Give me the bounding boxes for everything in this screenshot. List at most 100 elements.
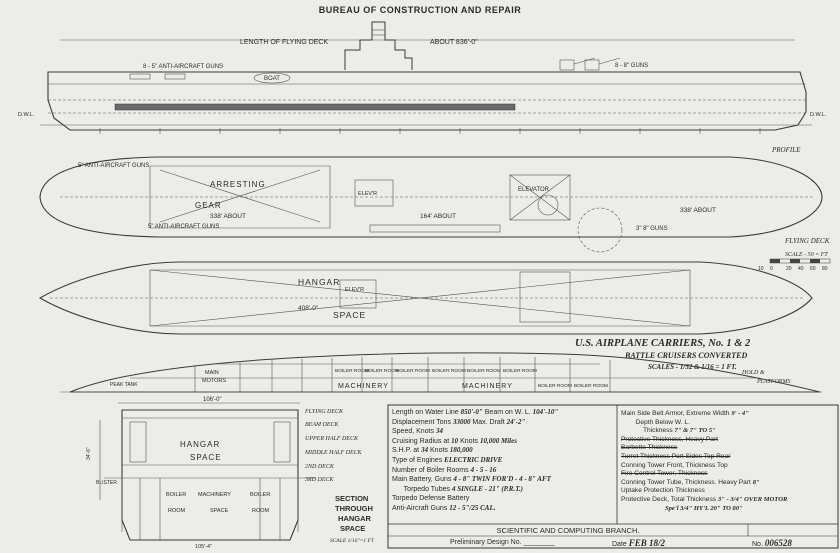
spec-row: Torpedo Defense Battery: [392, 494, 614, 504]
hangar-space-label: SPACE: [333, 310, 366, 320]
section-caption-1: SECTION: [335, 494, 368, 503]
section-room-2: ROOM: [252, 508, 270, 514]
deck-third: 3RD DECK: [304, 477, 334, 483]
spec-label-2: Max. Draft: [472, 418, 505, 426]
spec-row: Cruising Radius at 10 Knots 10,000 Miles: [392, 437, 614, 447]
spec-row: S.H.P. at 34 Knots 180,000: [392, 446, 614, 456]
scale-label: SCALE - 50 = FT: [785, 252, 828, 258]
section-beam-bottom: 105'-4": [195, 544, 212, 550]
boiler-room-4: BOILER ROOM: [432, 368, 466, 374]
spec-label: Torpedo Tubes: [403, 485, 450, 493]
section-machinery: MACHINERY: [198, 492, 231, 498]
spec-label: Anti-Aircraft Guns: [392, 504, 448, 512]
doc-number-field: No. 006528: [752, 538, 792, 548]
spec-value: 4 SINGLE - 21" (P.R.T.): [451, 484, 523, 493]
spec-value-2: 180,000: [449, 446, 473, 455]
spec-value-2: 104'-10": [532, 408, 559, 416]
date-value: FEB 18/2: [628, 538, 666, 548]
spec-value: 4 - 5 - 16: [470, 465, 497, 474]
section-caption-4: SPACE: [340, 524, 365, 533]
title-line-1: U.S. AIRPLANE CARRIERS, No. 1 & 2: [575, 338, 751, 349]
spec-row: Turret Thickness Port Sides Top Rear: [621, 453, 837, 462]
section-boiler-2: BOILER: [250, 492, 270, 498]
profile-label: PROFILE: [771, 146, 801, 154]
spec-label: Depth Below W. L.: [635, 418, 690, 426]
span-mid-label: 164' ABOUT: [420, 213, 456, 220]
spec-row: Type of Engines ELECTRIC DRIVE: [392, 456, 614, 466]
hangar-plan-view: HANGAR SPACE 408'-0" ELEV'R: [38, 261, 813, 335]
gear-length-label: 338' ABOUT: [210, 213, 246, 220]
boiler-room-7: BOILER ROOM: [538, 383, 572, 389]
spec-value: 4 - 8" TWIN FOR'D - 4 - 8" AFT: [453, 475, 551, 484]
spec-label-2: Knots: [430, 447, 448, 455]
title-line-2: BATTLE CRUISERS CONVERTED: [624, 351, 747, 360]
hangar-elevator-label: ELEV'R: [345, 287, 364, 293]
spec-row: Protective Deck, Total Thickness 3" - 3/…: [621, 496, 837, 505]
spec-label: Main Battery, Guns: [392, 476, 452, 484]
date-label: Date: [612, 541, 627, 548]
section-caption-3: HANGAR: [338, 514, 371, 523]
spec-row: Depth Below W. L.: [621, 419, 837, 428]
spec-value: 12 - 5"/25 CAL.: [449, 503, 496, 512]
spec-row: Thickness 7" & 7" TO 5": [621, 427, 837, 436]
spec-value: 7" & 7" TO 5": [674, 427, 716, 435]
spec-label: Main Side Belt Armor, Extreme Width: [621, 410, 730, 417]
section-room-1: ROOM: [168, 508, 186, 514]
boiler-room-3: BOILER ROOM: [396, 368, 430, 374]
flying-deck-length-label: LENGTH OF FLYING DECK: [240, 39, 328, 46]
machinery-1-label: MACHINERY: [338, 383, 389, 390]
section-boiler-1: BOILER: [166, 492, 186, 498]
platforms-label: PLATFORMS: [756, 379, 790, 385]
spec-label: Type of Engines: [392, 456, 443, 464]
hangar-label: HANGAR: [298, 277, 340, 287]
deck-flying: FLYING DECK: [304, 409, 344, 415]
spec-label: Barbette Thickness: [621, 444, 678, 452]
profile-view: LENGTH OF FLYING DECK ABOUT 836'-0" BOAT…: [18, 21, 827, 154]
branch-label: SCIENTIFIC AND COMPUTING BRANCH.: [496, 526, 640, 535]
spec-row: Number of Boiler Rooms 4 - 5 - 16: [392, 466, 614, 476]
spec-row: Fire Control Tower, Thickness: [621, 470, 837, 479]
spec-label: Turret Thickness Port Sides Top Rear: [621, 452, 731, 460]
spec-row: Main Side Belt Armor, Extreme Width 9' -…: [621, 410, 837, 419]
spec-value-2: 10,000 Miles: [479, 436, 517, 445]
spec-row: Conning Tower Front, Thickness Top: [621, 462, 837, 471]
spec-row: Conning Tower Tube, Thickness. Heavy Par…: [621, 479, 837, 488]
spec-value: 850'-0": [460, 408, 483, 416]
spec-row: Spe'l 3/4" HY'L 20" TO 80": [621, 505, 837, 514]
boat-label: BOAT: [264, 76, 280, 82]
guns-fwd-label: 8 - 8" GUNS: [615, 63, 648, 69]
spec-row: Torpedo Tubes 4 SINGLE - 21" (P.R.T.): [392, 485, 614, 495]
elevator-2-label: ELEVATOR: [518, 187, 550, 193]
deck-middle-half: MIDDLE HALF DECK: [304, 450, 363, 456]
prelim-design-label: Preliminary Design No. ________: [450, 539, 555, 546]
section-space-label: SPACE: [190, 453, 222, 462]
deck-second: 2ND DECK: [305, 464, 335, 470]
boiler-room-2: BOILER ROOM: [365, 368, 399, 374]
spec-row: Speed, Knots 34: [392, 427, 614, 437]
section-hangar-label: HANGAR: [180, 440, 220, 449]
spec-row: Main Battery, Guns 4 - 8" TWIN FOR'D - 4…: [392, 475, 614, 485]
guns-fwd-deck-label: 3" 8" GUNS: [636, 226, 668, 232]
aa-guns-top-label: 5" ANTI-AIRCRAFT GUNS: [78, 163, 149, 169]
spec-label: Torpedo Defense Battery: [392, 495, 470, 503]
dwl-left-label: D.W.L.: [18, 112, 35, 118]
spec-label: Thickness: [642, 427, 673, 435]
motors-label: MOTORS: [202, 378, 226, 384]
aa-guns-aft-label: 8 - 5" ANTI-AIRCRAFT GUNS: [143, 64, 223, 70]
title-line-3: SCALES - 1/32 & 1/16 = 1 FT.: [648, 363, 737, 371]
spec-row: Displacement Tons 33000 Max. Draft 24'-2…: [392, 418, 614, 428]
spec-label: Conning Tower Tube, Thickness. Heavy Par…: [621, 478, 751, 486]
hangar-length-label: 408'-0": [298, 305, 319, 312]
scale-tick-3: 20: [786, 266, 792, 272]
deck-upper-half: UPPER HALF DECK: [305, 436, 359, 442]
spec-label: Length on Water Line: [392, 409, 459, 416]
spec-label: Fire Control Tower, Thickness: [621, 470, 708, 478]
dwl-right-label: D.W.L.: [810, 112, 827, 118]
scale-tick-2: 0: [770, 266, 773, 272]
spec-value-2: 24'-2": [506, 417, 526, 426]
prelim-label: Preliminary Design No.: [450, 539, 522, 546]
spec-label: Protective Deck, Total Thickness: [621, 495, 717, 503]
date-field: Date FEB 18/2: [612, 538, 665, 548]
flying-deck-label: FLYING DECK: [784, 237, 830, 245]
